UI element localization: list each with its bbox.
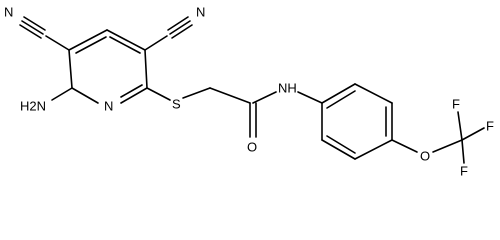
triple-bond <box>169 20 191 35</box>
ether-oxygen: O <box>420 149 430 164</box>
bond <box>391 139 418 153</box>
bond <box>209 87 251 104</box>
triple-bond <box>21 20 44 35</box>
bond <box>182 87 211 99</box>
phenyl-ring <box>321 83 393 160</box>
bond <box>120 84 143 98</box>
bond <box>51 87 73 101</box>
triple-bond <box>19 24 42 39</box>
nitrile-left <box>19 16 70 51</box>
fluorine-left: F <box>452 97 460 112</box>
bond <box>432 139 463 153</box>
bond <box>106 29 146 51</box>
amino-group: H2N <box>20 99 46 114</box>
sulfur-atom: S <box>172 97 181 112</box>
bond <box>354 83 393 104</box>
fluorine-right: F <box>486 119 494 134</box>
bond <box>45 35 70 51</box>
bond <box>120 87 148 104</box>
triple-bond <box>23 16 46 31</box>
bond <box>457 111 463 141</box>
bond <box>354 139 393 160</box>
bond <box>75 36 107 54</box>
nitrile-nitrogen-right: N <box>196 5 205 20</box>
nitrile-nitrogen-left: N <box>4 5 13 20</box>
bond <box>461 139 465 164</box>
bond <box>326 135 356 154</box>
bond <box>68 29 108 51</box>
triple-bond <box>167 16 189 31</box>
bond <box>252 91 277 104</box>
nitrile-right <box>144 16 193 51</box>
bond <box>146 87 171 101</box>
triple-bond <box>171 24 193 39</box>
amide-nitrogen: NH <box>278 81 297 96</box>
fluorine-bottom: F <box>460 164 468 179</box>
bond <box>68 49 73 89</box>
molecule-structure: N N N H2N S O NH O F F F <box>4 5 494 179</box>
bond <box>144 49 148 89</box>
ring-nitrogen: N <box>104 99 113 114</box>
bond <box>71 87 99 104</box>
bond <box>297 91 323 104</box>
carbonyl-oxygen: O <box>247 140 257 155</box>
pyridine-ring <box>68 29 148 104</box>
bond <box>109 36 141 54</box>
bond <box>144 35 168 51</box>
bond <box>321 139 356 160</box>
bond <box>326 90 356 109</box>
bond <box>321 83 356 104</box>
bond <box>461 127 485 141</box>
